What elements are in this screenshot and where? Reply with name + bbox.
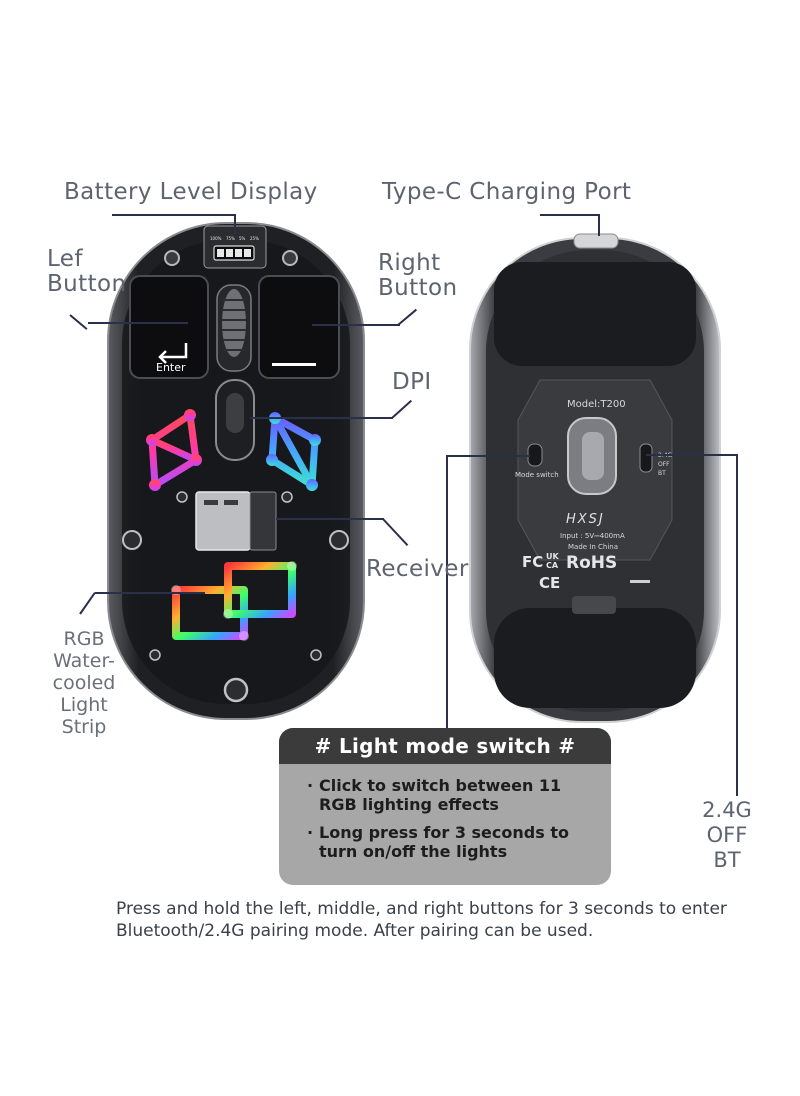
mode-switch-text: Mode switch [515, 471, 559, 479]
left-button-label-1: Lef [47, 246, 83, 272]
typec-label: Type-C Charging Port [382, 179, 632, 205]
dpi-label: DPI [392, 369, 432, 395]
brand-logo: HXSJ [566, 512, 605, 527]
model-text: Model:T200 [567, 399, 626, 410]
rgb-label: RGB Water- cooled Light Strip [39, 628, 129, 738]
receiver-pointer [276, 518, 384, 520]
pairing-note: Press and hold the left, middle, and rig… [116, 899, 727, 941]
switch-mark-off: OFF [658, 461, 670, 468]
battery-pointer-h [112, 214, 236, 216]
ukca-mark-1: UK [546, 552, 559, 561]
bullet-dot-icon: · [307, 823, 314, 842]
rgb-label-line-5: Strip [61, 716, 107, 738]
battery-tick-5: 5% [239, 236, 246, 241]
switch-position-off: OFF [706, 823, 748, 847]
callout-bullet: · Long press for 3 seconds to turn on/of… [307, 823, 601, 861]
position-pointer-h [646, 454, 738, 456]
mouse-bottom-view [469, 233, 721, 723]
receiver-label: Receiver [366, 556, 469, 582]
mode-switch-pointer-h [446, 455, 530, 457]
battery-tick-75: 75% [226, 236, 235, 241]
typec-pointer [540, 214, 600, 216]
callout-bullet-text: Long press for 3 seconds to turn on/off … [319, 823, 569, 861]
typec-pointer-v [598, 214, 600, 236]
switch-position-label: 2.4G OFF BT [697, 798, 757, 873]
bullet-dot-icon: · [307, 776, 314, 795]
callout-title: # Light mode switch # [279, 728, 611, 764]
position-pointer-v [736, 454, 738, 796]
battery-tick-100: 100% [210, 236, 222, 241]
mode-switch-pointer-v [446, 455, 448, 729]
right-button-pointer [312, 324, 400, 326]
callout-bullets: · Click to switch between 11 RGB lightin… [279, 764, 611, 861]
switch-mark-bt: BT [658, 470, 666, 477]
rgb-pointer [95, 592, 205, 594]
left-button-pointer [88, 322, 188, 324]
switch-position-24g: 2.4G [702, 798, 752, 822]
mouse-top-view [107, 222, 365, 720]
rgb-label-line-2: Water- [53, 650, 115, 672]
input-spec-text: Input : 5V⎓400mA [560, 532, 625, 540]
battery-tick-25: 25% [250, 236, 259, 241]
battery-label: Battery Level Display [64, 179, 318, 205]
light-mode-callout: # Light mode switch # · Click to switch … [279, 728, 611, 885]
rgb-label-line-1: RGB [63, 628, 105, 650]
right-button-label-2: Button [378, 275, 458, 301]
left-button-label-2: Button [47, 271, 127, 297]
switch-position-bt: BT [713, 848, 741, 872]
enter-key-text: Enter [156, 361, 186, 374]
callout-bullet: · Click to switch between 11 RGB lightin… [307, 776, 601, 814]
rgb-label-line-4: Light [60, 694, 108, 716]
callout-bullet-text: Click to switch between 11 RGB lighting … [319, 776, 562, 814]
rohs-mark: RoHS [566, 553, 618, 573]
made-in-text: Made In China [568, 543, 619, 551]
dpi-pointer [250, 417, 393, 419]
fc-mark: FC [522, 553, 544, 571]
rgb-label-line-3: cooled [52, 672, 116, 694]
battery-pointer-v [234, 214, 236, 234]
right-button-label-1: Right [378, 250, 441, 276]
ukca-mark-2: CA [546, 561, 559, 570]
ce-mark: CE [539, 574, 561, 592]
